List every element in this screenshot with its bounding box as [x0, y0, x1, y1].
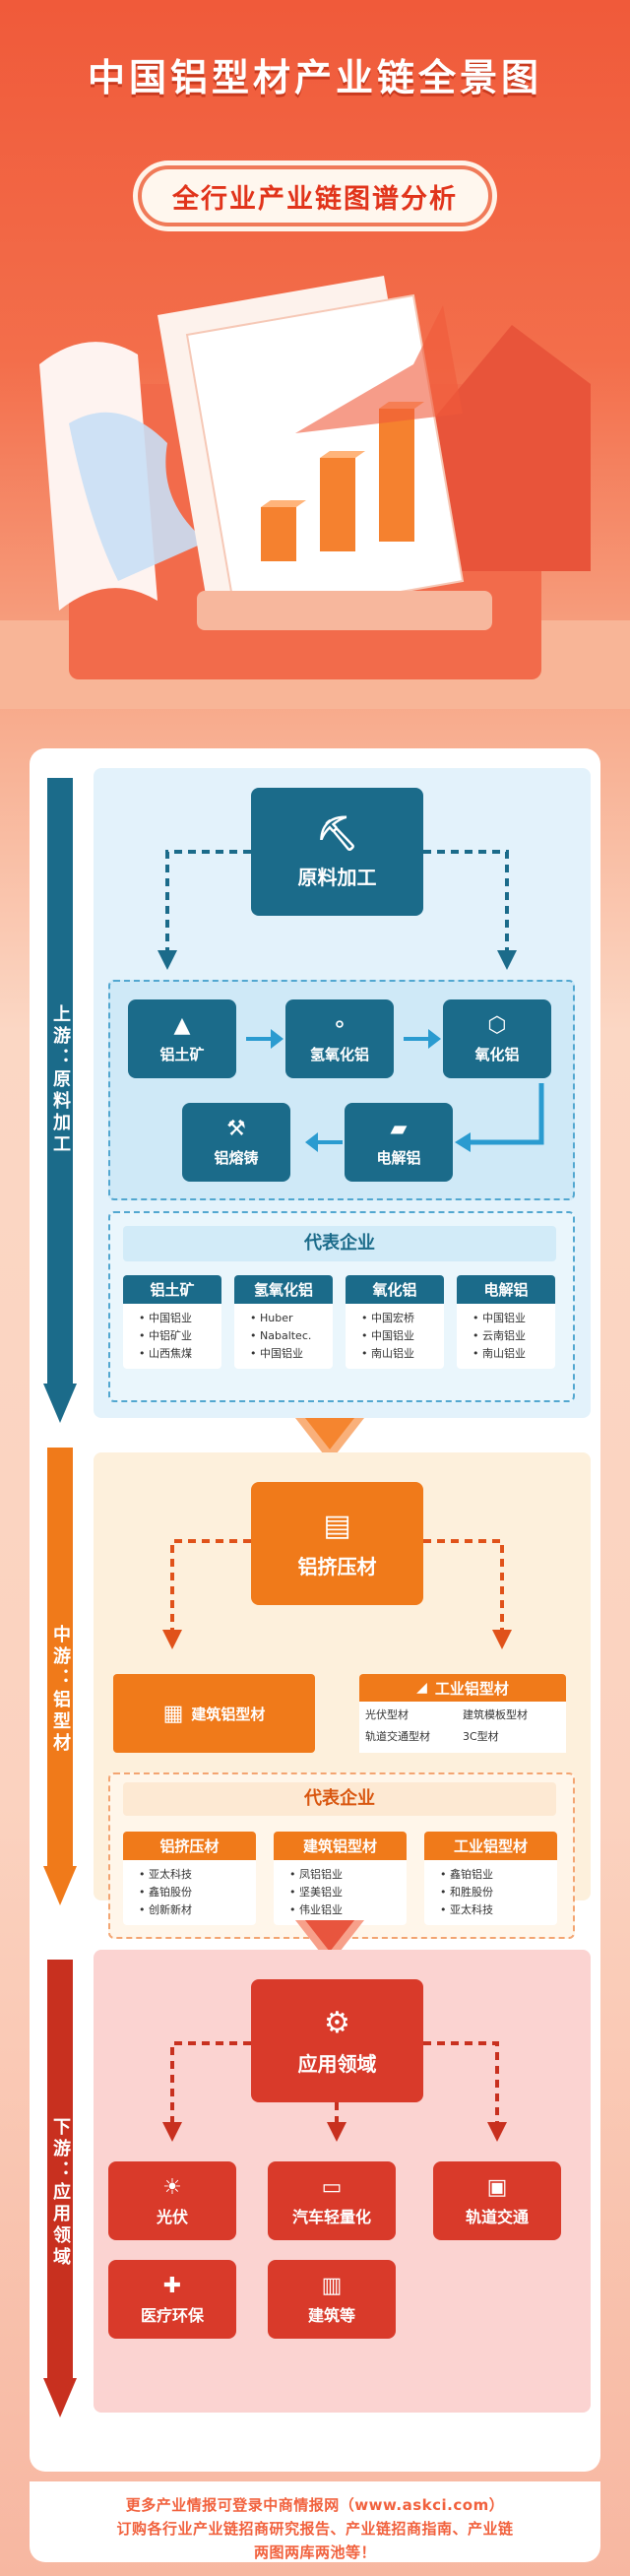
upstream-core-label: 原料加工 — [297, 865, 377, 889]
hospital-icon: ✚ — [162, 2273, 182, 2298]
step-electrolytic-aluminum: ▰ 电解铝 — [345, 1103, 453, 1182]
bar-chart-icon — [261, 402, 424, 561]
extrusion-stack-icon: ▤ — [323, 1508, 351, 1543]
building-icon: ▥ — [321, 2273, 343, 2298]
step-alumina: ⬡ 氧化铝 — [443, 999, 551, 1078]
step-aluminum-hydroxide: ⚬ 氢氧化铝 — [285, 999, 394, 1078]
mining-pick-icon: ⛏ — [315, 813, 359, 854]
molecule-icon: ⚬ — [330, 1013, 349, 1038]
step-casting: ⚒ 铝熔铸 — [182, 1103, 290, 1182]
app-rail-transit: ▣ 轨道交通 — [433, 2161, 561, 2240]
midstream-company-col: 建筑铝型材 凤铝铝业 坚美铝业 伟业铝业 — [274, 1832, 407, 1925]
app-photovoltaic: ☀ 光伏 — [108, 2161, 236, 2240]
downstream-flow-arrows — [162, 2041, 507, 2142]
footer-line-2: 订购各行业产业链招商研究报告、产业链招商指南、产业链 — [116, 2520, 514, 2538]
car-icon: ▭ — [321, 2174, 343, 2200]
upstream-company-col: 铝土矿 中国铝业 中铝矿业 山西焦煤 — [123, 1275, 221, 1369]
footer-line-3: 两图两库两池等！ — [253, 2544, 376, 2561]
midstream-arrow — [43, 1448, 77, 1905]
subtitle-badge: 全行业产业链图谱分析 — [138, 165, 492, 226]
industrial-icon: ◢ — [416, 1680, 427, 1696]
upstream-core-node: ⛏ 原料加工 — [251, 788, 423, 916]
midstream-company-col: 铝挤压材 亚太科技 鑫铂股份 创新新材 — [123, 1832, 256, 1925]
mountain-icon: ▲ — [173, 1013, 191, 1038]
industrial-profile-node: ◢ 工业铝型材 光伏型材 建筑模板型材 轨道交通型材 3C型材 — [359, 1674, 566, 1753]
upstream-company-col: 电解铝 中国铝业 云南铝业 南山铝业 — [457, 1275, 555, 1369]
train-icon: ▣ — [486, 2174, 508, 2200]
solar-panel-icon: ☀ — [162, 2174, 182, 2200]
profile-stack-icon: ▦ — [162, 1701, 184, 1726]
midstream-flow-arrows — [162, 1539, 512, 1649]
app-construction: ▥ 建筑等 — [268, 2260, 396, 2339]
downstream-arrow — [43, 1960, 77, 2417]
process-arrows — [246, 1029, 544, 1152]
midstream-core-node: ▤ 铝挤压材 — [251, 1482, 423, 1605]
casting-icon: ⚒ — [226, 1117, 246, 1141]
downstream-core-node: ⚙ 应用领域 — [251, 1979, 423, 2102]
upstream-flow-arrows — [158, 850, 517, 970]
midstream-rep-title: 代表企业 — [123, 1782, 556, 1816]
upstream-company-col: 氧化铝 中国宏桥 中国铝业 南山铝业 — [346, 1275, 444, 1369]
upstream-company-col: 氢氧化铝 Huber Nabaltec. 中国铝业 — [234, 1275, 333, 1369]
connector-arrow-down-2 — [295, 1920, 364, 1964]
footer-line-1: 更多产业情报可登录中商情报网（www.askci.com） — [125, 2496, 505, 2514]
downstream-label: 下游：应用领域 — [50, 2117, 71, 2269]
building-profile-node: ▦ 建筑铝型材 — [113, 1674, 315, 1753]
step-bauxite: ▲ 铝土矿 — [128, 999, 236, 1078]
hero-illustration — [0, 276, 630, 709]
upstream-arrow — [43, 778, 77, 1423]
app-medical-environment: ✚ 医疗环保 — [108, 2260, 236, 2339]
application-tools-icon: ⚙ — [324, 2005, 350, 2040]
subtitle-text: 全行业产业链图谱分析 — [172, 183, 458, 215]
page-title: 中国铝型材产业链全景图 — [87, 56, 542, 99]
hexagon-molecule-icon: ⬡ — [487, 1013, 507, 1038]
footer: 更多产业情报可登录中商情报网（www.askci.com） 订购各行业产业链招商… — [30, 2481, 600, 2562]
connector-arrow-down — [295, 1418, 364, 1462]
upstream-rep-title: 代表企业 — [123, 1226, 556, 1261]
upstream-label: 上游：原料加工 — [50, 1004, 71, 1156]
ingot-icon: ▰ — [390, 1117, 408, 1141]
midstream-label: 中游：铝型材 — [50, 1625, 71, 1755]
midstream-company-col: 工业铝型材 鑫铂铝业 和胜股份 亚太科技 — [424, 1832, 557, 1925]
app-auto-lightweight: ▭ 汽车轻量化 — [268, 2161, 396, 2240]
